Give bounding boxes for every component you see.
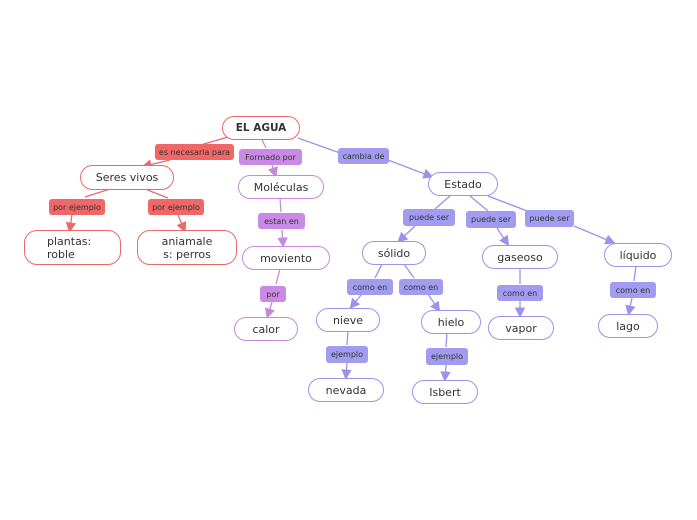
link-label-ejemplo-2[interactable]: ejemplo: [426, 348, 468, 365]
node-estado[interactable]: Estado: [428, 172, 498, 196]
link-label-por-ejemplo-2[interactable]: por ejemplo: [148, 199, 204, 215]
link-label-puede-ser-2[interactable]: puede ser: [466, 211, 516, 228]
node-nieve[interactable]: nieve: [316, 308, 380, 332]
link-label-como-en-3[interactable]: como en: [497, 285, 543, 301]
link-label-es-necesaria[interactable]: es necesaria para: [155, 144, 234, 160]
link-label-puede-ser-1[interactable]: puede ser: [403, 209, 455, 226]
node-hielo[interactable]: hielo: [421, 310, 481, 334]
link-label-formado-por[interactable]: Formado por: [239, 149, 302, 165]
node-gaseoso[interactable]: gaseoso: [482, 245, 558, 269]
node-el-agua[interactable]: EL AGUA: [222, 116, 300, 140]
node-solido[interactable]: sólido: [362, 241, 426, 265]
node-liquido[interactable]: líquido: [604, 243, 672, 267]
link-label-como-en-1[interactable]: como en: [347, 279, 393, 295]
node-isbert[interactable]: Isbert: [412, 380, 478, 404]
node-lago[interactable]: lago: [598, 314, 658, 338]
node-plantas[interactable]: plantas: roble: [24, 230, 121, 265]
link-label-como-en-4[interactable]: como en: [610, 282, 656, 298]
node-calor[interactable]: calor: [234, 317, 298, 341]
node-moviento[interactable]: moviento: [242, 246, 330, 270]
node-animales[interactable]: aniamale s: perros: [137, 230, 237, 265]
link-label-como-en-2[interactable]: como en: [399, 279, 443, 295]
link-label-cambia-de[interactable]: cambia de: [338, 148, 389, 164]
link-label-ejemplo-1[interactable]: ejemplo: [326, 346, 368, 363]
link-label-puede-ser-3[interactable]: puede ser: [525, 210, 574, 227]
node-seres-vivos[interactable]: Seres vivos: [80, 165, 174, 190]
node-moleculas[interactable]: Moléculas: [238, 175, 324, 199]
node-vapor[interactable]: vapor: [488, 316, 554, 340]
link-label-por-ejemplo-1[interactable]: por ejemplo: [49, 199, 105, 215]
link-label-estan-en[interactable]: estan en: [258, 213, 305, 229]
node-nevada[interactable]: nevada: [308, 378, 384, 402]
link-label-por[interactable]: por: [260, 286, 286, 302]
